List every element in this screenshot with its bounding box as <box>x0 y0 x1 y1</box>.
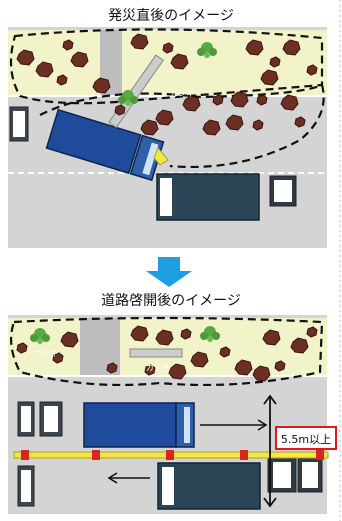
after-sidewalk <box>8 318 327 376</box>
parked-bus <box>156 173 260 221</box>
title-after: 道路啓開後のイメージ <box>101 293 241 309</box>
truck-driving-right <box>83 402 177 448</box>
before-debris-boundary <box>9 28 324 105</box>
center-markers <box>21 450 324 460</box>
title-before: 発災直後のイメージ <box>108 8 234 24</box>
after-panel: ガレキ ガレキ 5.5 <box>8 315 337 514</box>
width-label: 5.5m以上 <box>281 433 331 446</box>
impact-mark <box>153 147 169 166</box>
after-debris-boundary <box>9 316 324 387</box>
down-arrow <box>146 257 192 287</box>
debris-label: ガレキ <box>170 88 194 98</box>
before-panel: ガレキ <box>8 27 327 248</box>
width-label-box <box>275 426 337 450</box>
debris-label-left: ガレキ <box>34 348 58 358</box>
cleared-pole <box>129 348 183 358</box>
overturned-truck <box>45 108 165 182</box>
bus-driving-left <box>157 462 261 510</box>
debris-label-mid: ガレキ <box>146 362 170 372</box>
